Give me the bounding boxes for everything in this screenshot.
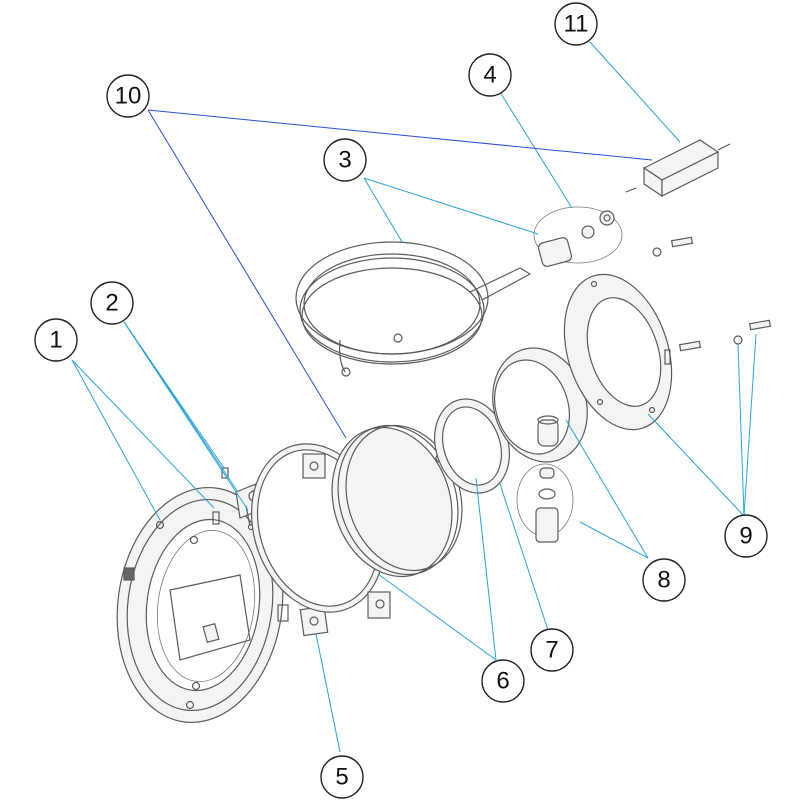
svg-text:7: 7 [545, 637, 558, 664]
leader-9 [647, 413, 745, 517]
leader-6 [377, 573, 497, 661]
callout-10: 10 [106, 74, 150, 118]
leader-9c [743, 333, 757, 517]
leader-5 [315, 633, 341, 753]
svg-text:5: 5 [335, 764, 348, 791]
leader-7 [499, 483, 549, 631]
part-driver-box [625, 139, 731, 198]
callout-5: 5 [320, 755, 364, 799]
leader-lines [71, 41, 757, 753]
part-flat-gasket [434, 398, 510, 494]
leader-4 [499, 91, 573, 209]
leader-1b [71, 359, 215, 509]
svg-text:10: 10 [115, 83, 142, 110]
leader-8b [579, 521, 649, 559]
callout-2: 2 [90, 281, 134, 325]
svg-text:4: 4 [483, 62, 496, 89]
leader-3b [363, 177, 539, 235]
svg-text:11: 11 [564, 11, 589, 38]
leader-9b [737, 343, 745, 517]
part-coiled-cable [295, 241, 532, 377]
callout-8: 8 [642, 558, 686, 602]
svg-text:2: 2 [105, 290, 118, 317]
svg-text:3: 3 [338, 147, 351, 174]
callout-9: 9 [724, 514, 768, 558]
callout-1: 1 [34, 318, 78, 362]
leader-3 [363, 177, 403, 243]
callout-6: 6 [481, 659, 525, 703]
leader-2c [123, 321, 249, 511]
leader-10 [147, 109, 653, 161]
part-front-trim-ring [116, 486, 284, 724]
svg-text:8: 8 [657, 567, 670, 594]
callout-7: 7 [530, 628, 574, 672]
part-rear-housing [492, 347, 588, 463]
leader-1 [71, 359, 161, 521]
leader-6b [475, 477, 497, 661]
part-bolts [652, 236, 772, 352]
part-cable-gland [516, 463, 574, 543]
svg-text:9: 9 [739, 523, 752, 550]
callout-4: 4 [468, 53, 512, 97]
svg-text:1: 1 [49, 327, 62, 354]
leader-10b [147, 109, 347, 439]
part-flange-plate [563, 273, 673, 431]
svg-text:6: 6 [496, 668, 509, 695]
leader-8 [565, 419, 649, 559]
callout-3: 3 [323, 138, 367, 182]
part-gland-set [533, 206, 623, 267]
callout-11: 11 [554, 2, 598, 46]
leader-11 [589, 41, 681, 143]
